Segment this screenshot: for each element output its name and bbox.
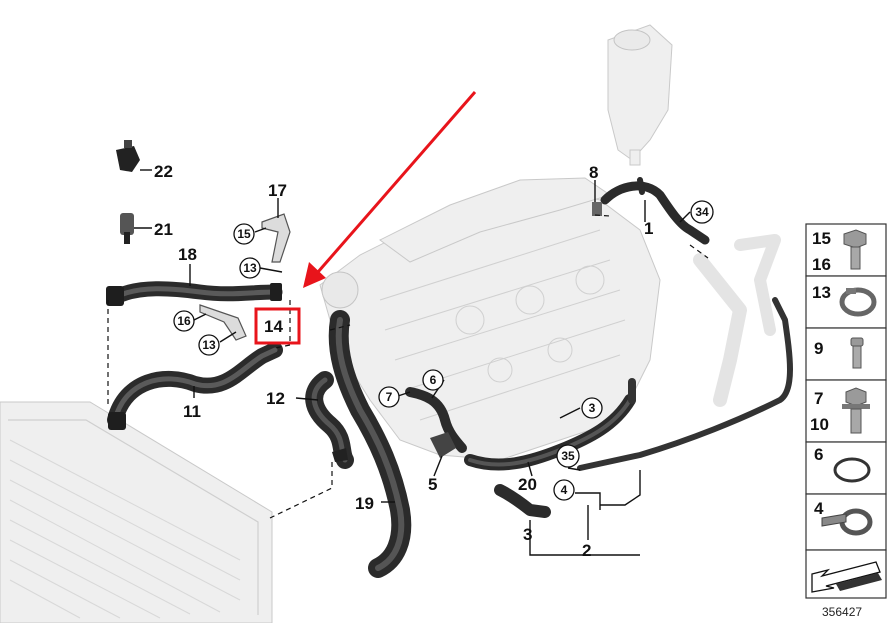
callout-14: 14 [264, 317, 283, 336]
callout-12: 12 [266, 389, 285, 408]
legend-9: 9 [814, 339, 823, 358]
callout-16: 16 [177, 314, 191, 328]
highlight-box-14 [254, 307, 301, 345]
fitting-5 [430, 432, 456, 458]
radiator [0, 401, 273, 623]
dashed-connectors [107, 214, 709, 519]
legend-13: 13 [812, 283, 831, 302]
callout-3-upper: 3 [589, 401, 596, 415]
hose-1-34 [600, 177, 710, 245]
callout-22: 22 [154, 162, 173, 181]
figure-id: 356427 [822, 605, 862, 619]
callout-15: 15 [237, 227, 251, 241]
callout-20: 20 [518, 475, 537, 494]
hose-18 [106, 281, 283, 306]
bracket-17 [261, 213, 291, 263]
callout-3-lower: 3 [523, 525, 532, 544]
legend-7: 7 [814, 389, 823, 408]
callout-35: 35 [561, 449, 575, 463]
fitting-8 [592, 202, 602, 216]
callout-8: 8 [589, 163, 598, 182]
callout-2: 2 [582, 541, 591, 560]
plug-bolt-icon [842, 387, 870, 434]
legend-16: 16 [812, 255, 831, 274]
hose-6-7 [405, 387, 467, 453]
callout-4: 4 [561, 483, 568, 497]
callout-13-lower: 13 [202, 338, 216, 352]
legend-10: 10 [810, 415, 829, 434]
spring-clamp-icon [821, 508, 873, 536]
callout-6: 6 [430, 373, 437, 387]
hose-11 [107, 342, 283, 430]
bolt-icon [843, 229, 867, 270]
leader-lines [134, 169, 691, 556]
engine-block [319, 177, 661, 461]
callout-17: 17 [268, 181, 287, 200]
callout-5: 5 [428, 475, 437, 494]
o-ring-icon [833, 457, 871, 483]
callout-19: 19 [355, 494, 374, 513]
legend-15: 15 [812, 229, 831, 248]
sensor-22 [116, 140, 140, 172]
hose-4-3 [494, 484, 551, 518]
callout-21: 21 [154, 220, 173, 239]
callout-13-upper: 13 [243, 261, 257, 275]
bracket-16 [199, 304, 247, 341]
callout-1: 1 [644, 219, 653, 238]
ghost-pipes-right [693, 234, 781, 407]
legend-4: 4 [814, 499, 824, 518]
screw-icon [850, 337, 864, 369]
callout-7: 7 [386, 390, 393, 404]
legend-6: 6 [814, 445, 823, 464]
callout-34: 34 [695, 205, 709, 219]
hose-19 [328, 310, 412, 578]
continuation-arrow-icon [811, 561, 882, 593]
clamp-12 [332, 448, 348, 462]
expansion-tank [607, 24, 673, 166]
sensor-21 [120, 213, 134, 244]
highlight-arrow [303, 91, 477, 288]
callout-18: 18 [178, 245, 197, 264]
circled-callouts: 15 13 16 13 7 6 3 35 4 34 [173, 200, 714, 501]
hose-12 [305, 371, 354, 469]
pipe-long-right [577, 297, 793, 471]
parts-legend: 15 16 13 9 7 10 6 4 [805, 223, 887, 599]
callout-11: 11 [183, 402, 201, 421]
plain-callouts: 22 21 18 17 14 11 12 19 5 20 3 2 8 1 [154, 162, 653, 560]
hose-clamp-icon [839, 287, 877, 317]
